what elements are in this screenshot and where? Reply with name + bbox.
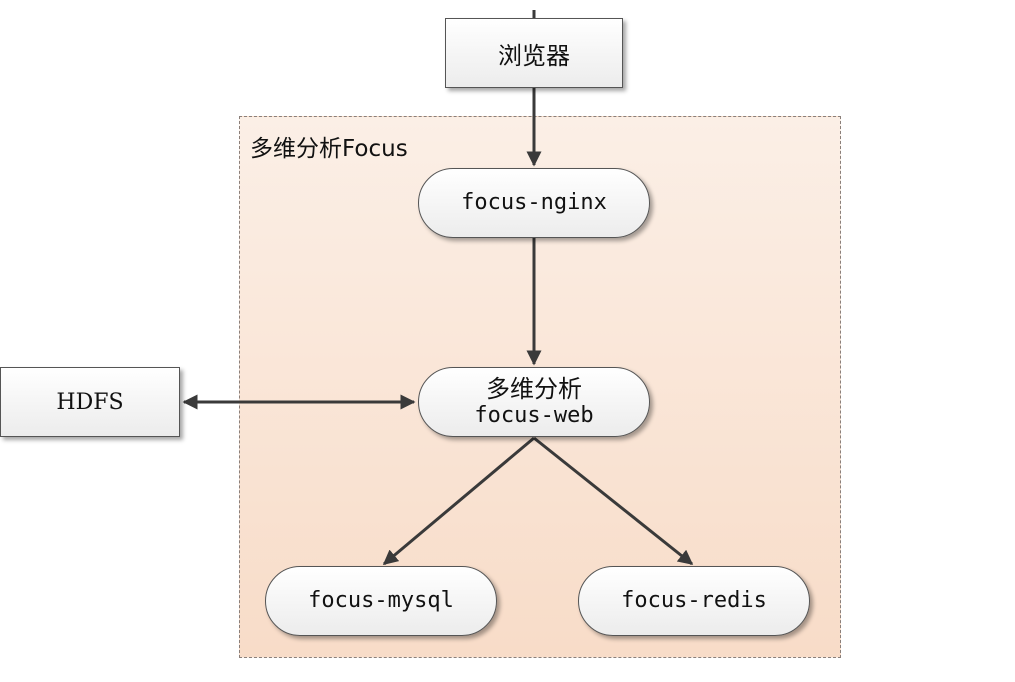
focus-mysql-node: focus-mysql — [265, 566, 497, 636]
focus-web-cn-label: 多维分析 — [486, 374, 582, 403]
focus-redis-label: focus-redis — [621, 588, 767, 614]
focus-web-node: 多维分析 focus-web — [418, 367, 650, 437]
arrow-web-to-mysql — [382, 436, 535, 566]
focus-mysql-label: focus-mysql — [308, 588, 454, 614]
focus-redis-node: focus-redis — [578, 566, 810, 636]
focus-web-label: focus-web — [474, 403, 594, 429]
arrow-web-to-redis — [533, 436, 694, 566]
group-title: 多维分析Focus — [250, 136, 408, 162]
browser-node: 浏览器 — [445, 18, 623, 88]
browser-label: 浏览器 — [498, 41, 570, 70]
focus-nginx-label: focus-nginx — [461, 190, 607, 216]
focus-nginx-node: focus-nginx — [418, 168, 650, 238]
hdfs-node: HDFS — [0, 367, 180, 437]
hdfs-label: HDFS — [56, 389, 124, 415]
